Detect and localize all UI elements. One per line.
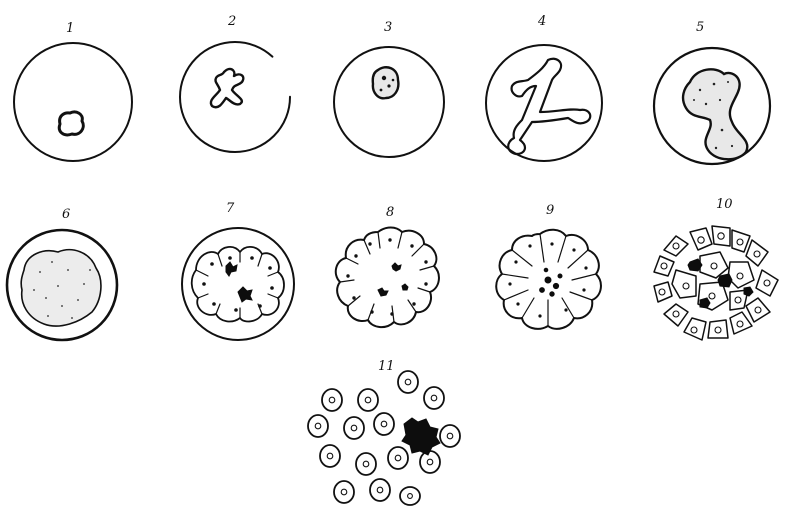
- panel-label-5: 5: [696, 20, 704, 35]
- cell-stage-2: [180, 42, 290, 152]
- panel-label-6: 6: [62, 207, 70, 222]
- panel-label-3: 3: [384, 20, 392, 35]
- panel-label-10: 10: [716, 197, 733, 212]
- cell-stage-5: [654, 48, 770, 164]
- cell-stage-1: [14, 43, 132, 161]
- panel-label-9: 9: [546, 203, 554, 218]
- panel-label-2: 2: [227, 14, 236, 29]
- panel-label-7: 7: [226, 201, 235, 216]
- cell-stage-3: [334, 47, 444, 157]
- cell-stage-8: [336, 228, 439, 328]
- panel-label-1: 1: [66, 21, 74, 36]
- cell-stage-9: [496, 230, 601, 329]
- cell-stage-4: [486, 45, 602, 161]
- cell-stage-10: [654, 226, 778, 340]
- cell-stage-7: [182, 228, 294, 340]
- panel-label-4: 4: [537, 14, 546, 29]
- cell-stage-11: [308, 371, 460, 505]
- panel-label-11: 11: [378, 359, 395, 374]
- cell-stage-6: [7, 230, 117, 340]
- panel-label-8: 8: [386, 205, 394, 220]
